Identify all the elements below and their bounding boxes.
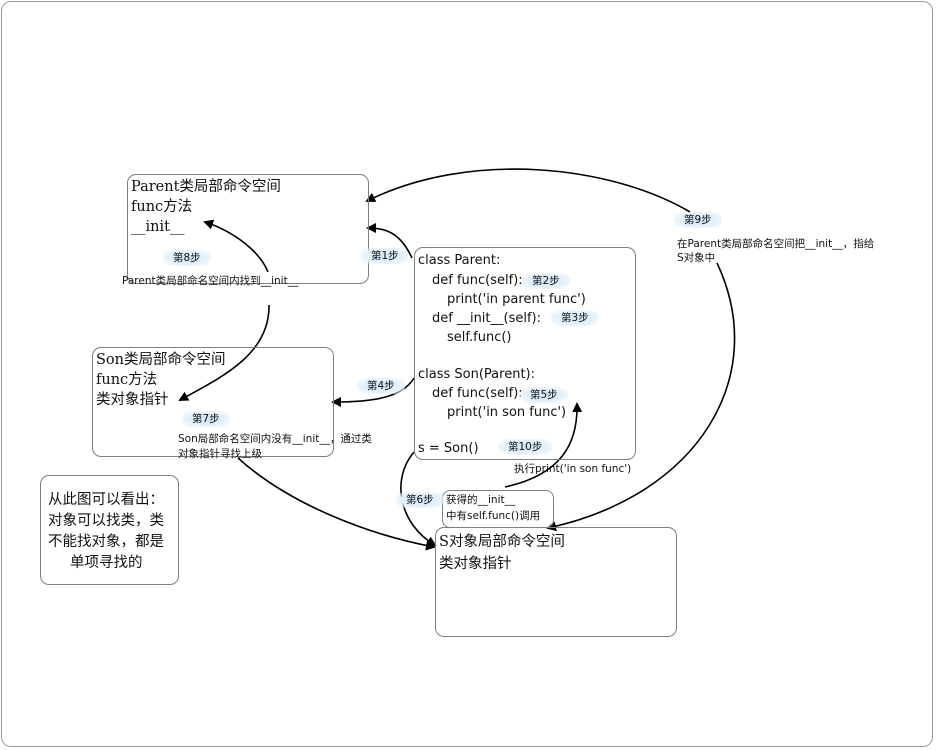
note-found-init: Parent类局部命名空间内找到__init__ — [122, 275, 299, 287]
code-line-self-func: self.func() — [447, 330, 512, 345]
code-line-parent-print: print('in parent func') — [447, 292, 586, 307]
code-line-class-parent: class Parent: — [418, 253, 501, 268]
conclusion-box — [40, 475, 179, 585]
step1-badge: 第1步 — [361, 248, 409, 264]
parent-namespace-title: Parent类局部命令空间 — [131, 179, 281, 195]
s-namespace-pointer: 类对象指针 — [439, 556, 512, 572]
note-son-search-line1: Son局部命名空间内没有__init__，通过类 — [178, 433, 372, 445]
code-line-init: def __init__(self): — [432, 311, 542, 326]
arrow-step7 — [178, 304, 270, 401]
note-step9-line2: S对象中 — [677, 252, 716, 264]
step9-badge: 第9步 — [674, 212, 722, 228]
conclusion-line4: 单项寻找的 — [70, 555, 143, 571]
step7-badge: 第7步 — [182, 411, 230, 427]
step4-badge: 第4步 — [357, 378, 405, 394]
step6-badge: 第6步 — [396, 492, 444, 508]
s-namespace-title: S对象局部命令空间 — [439, 534, 565, 550]
note-exec-print: 执行print('in son func') — [514, 463, 632, 475]
arrow-step8 — [203, 219, 269, 273]
son-namespace-title: Son类局部命令空间 — [96, 352, 226, 368]
code-line-instantiate: s = Son() — [418, 441, 479, 456]
parent-namespace-init: __init__ — [131, 219, 185, 235]
code-line-parent-func: def func(self): — [432, 273, 523, 288]
son-namespace-box — [92, 347, 334, 457]
parent-namespace-func: func方法 — [131, 199, 193, 215]
arrow-step1 — [366, 223, 413, 259]
step10-badge: 第10步 — [498, 439, 553, 455]
conclusion-line3: 不能找对象，都是 — [48, 534, 164, 550]
code-box — [414, 247, 636, 460]
got-init-line1: 获得的__init__ — [446, 494, 516, 506]
son-namespace-func: func方法 — [96, 372, 158, 388]
code-line-son-print: print('in son func') — [447, 405, 567, 420]
arrow-step9-top — [365, 168, 691, 213]
son-namespace-pointer: 类对象指针 — [96, 392, 169, 408]
step8-badge: 第8步 — [163, 250, 211, 266]
conclusion-line2: 对象可以找类，类 — [48, 513, 164, 529]
got-init-box — [442, 490, 554, 528]
parent-namespace-box — [127, 174, 369, 284]
code-line-son-func: def func(self): — [432, 386, 523, 401]
arrow-step10 — [504, 402, 583, 488]
arrow-step4 — [331, 377, 415, 407]
arrow-son-to-s — [237, 457, 436, 551]
step5-badge: 第5步 — [520, 387, 568, 403]
arrow-step9-bottom — [546, 262, 736, 532]
s-namespace-box — [435, 527, 677, 637]
step3-badge: 第3步 — [551, 310, 599, 326]
note-son-search-line2: 对象指针寻找上级 — [178, 448, 262, 460]
conclusion-line1: 从此图可以看出： — [48, 492, 164, 508]
code-line-class-son: class Son(Parent): — [418, 367, 535, 382]
step2-badge: 第2步 — [522, 273, 570, 289]
got-init-line2: 中有self.func()调用 — [446, 510, 541, 522]
note-step9-line1: 在Parent类局部命名空间把__init__，指给 — [677, 238, 875, 250]
